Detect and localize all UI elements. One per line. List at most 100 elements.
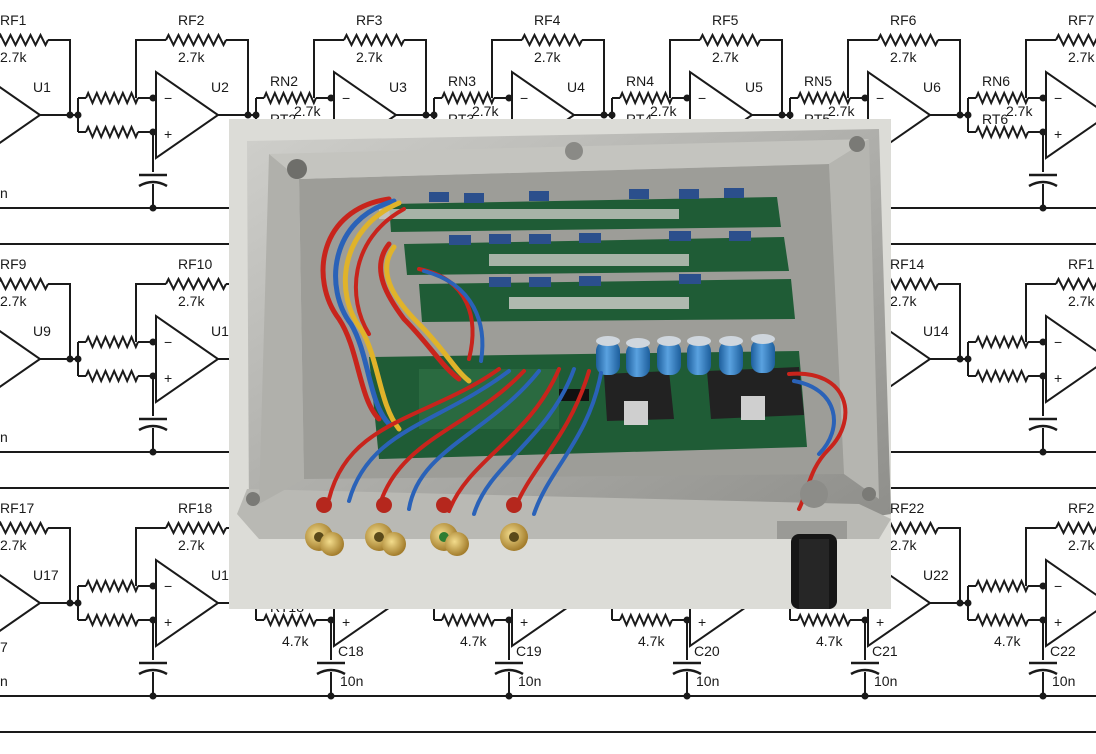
feedback-resistor [699, 32, 761, 48]
feedback-wire [1025, 527, 1056, 586]
junction-dot [600, 111, 608, 119]
rn-value: 2.7k [828, 103, 855, 119]
amp-label: U9 [33, 323, 51, 339]
power-connector [777, 480, 847, 609]
rn-resistor [85, 578, 139, 594]
enclosure-front-flange [237, 489, 891, 539]
feedback-wire [582, 39, 605, 115]
screw-hole [849, 136, 865, 152]
amp-label: U5 [745, 79, 763, 95]
feedback-wire [135, 39, 166, 98]
feedback-resistor [0, 32, 49, 48]
c-value-fragment: n [0, 185, 8, 201]
minus-sign: − [698, 90, 706, 106]
c-value: 10n [1052, 673, 1075, 689]
rf-value: 2.7k [1068, 293, 1095, 309]
feedback-wire [135, 527, 166, 586]
capacitor-plate [1028, 668, 1058, 676]
junction-dot [149, 94, 157, 102]
rf-label: RF18 [178, 500, 212, 516]
rf-value: 2.7k [0, 293, 27, 309]
rn-value: 2.7k [650, 103, 677, 119]
rt-resistor [975, 612, 1029, 628]
junction-dot [1039, 582, 1047, 590]
rf-label: RF2 [1068, 500, 1095, 516]
rt-resistor [975, 368, 1029, 384]
plus-sign: + [164, 370, 172, 386]
feedback-resistor [343, 32, 405, 48]
junction-dot [1039, 94, 1047, 102]
minus-sign: − [1054, 90, 1062, 106]
junction-dot [149, 582, 157, 590]
rn-resistor [263, 90, 317, 106]
op-amp [0, 574, 42, 632]
rn-label: RN2 [270, 73, 298, 89]
rf-label: RF14 [890, 256, 924, 272]
c-value: 10n [874, 673, 897, 689]
feedback-wire [48, 39, 71, 115]
junction-dot [778, 111, 786, 119]
feedback-resistor [1055, 276, 1096, 292]
rn-label: RN5 [804, 73, 832, 89]
minus-sign: − [876, 90, 884, 106]
rf-value: 2.7k [178, 293, 205, 309]
rn-value: 2.7k [294, 103, 321, 119]
rf-value: 2.7k [890, 537, 917, 553]
plus-sign: + [520, 614, 528, 630]
junction-dot [956, 599, 964, 607]
capacitor-plate [672, 668, 702, 676]
rt-resistor [85, 124, 139, 140]
op-amp [155, 558, 220, 648]
feedback-resistor [0, 276, 49, 292]
capacitor-plate [138, 180, 168, 188]
capacitor-plate [1028, 424, 1058, 432]
minus-sign: − [520, 90, 528, 106]
junction-dot [422, 111, 430, 119]
junction-dot [505, 94, 513, 102]
rf-value: 2.7k [534, 49, 561, 65]
op-amp [1045, 314, 1096, 404]
rt-value: 4.7k [638, 633, 665, 649]
feedback-resistor [0, 520, 49, 536]
feedback-wire [847, 39, 878, 98]
capacitor-row [596, 334, 775, 377]
rn-resistor [85, 90, 139, 106]
junction-dot [861, 94, 869, 102]
feedback-resistor [521, 32, 583, 48]
rt-resistor [441, 612, 495, 628]
rf-value: 2.7k [178, 537, 205, 553]
capacitor-plate [138, 424, 168, 432]
rn-resistor [441, 90, 495, 106]
junction-dot [683, 692, 691, 700]
op-amp [155, 314, 220, 404]
junction-dot [66, 111, 74, 119]
feedback-wire [404, 39, 427, 115]
rn-value: 2.7k [1006, 103, 1033, 119]
feedback-resistor [165, 32, 227, 48]
capacitor-plate [1028, 180, 1058, 188]
junction-dot [149, 338, 157, 346]
rn-resistor [797, 90, 851, 106]
rf-value: 2.7k [178, 49, 205, 65]
rf-label: RF3 [356, 12, 383, 28]
plus-sign: + [342, 614, 350, 630]
rt-resistor [619, 612, 673, 628]
c-label-fragment: 7 [0, 639, 8, 655]
c-value-fragment: n [0, 429, 8, 445]
feedback-wire [135, 283, 166, 342]
junction-dot [327, 692, 335, 700]
feedback-wire [313, 39, 344, 98]
feedback-resistor [1055, 520, 1096, 536]
wire-harness [320, 196, 848, 516]
op-amp [0, 86, 42, 144]
feedback-wire [48, 527, 71, 603]
amp-label: U3 [389, 79, 407, 95]
rt-value: 4.7k [816, 633, 843, 649]
screw-hole [287, 159, 307, 179]
feedback-resistor [165, 520, 227, 536]
rca-connectors [305, 497, 528, 556]
amp-label: U1 [33, 79, 51, 95]
minus-sign: − [1054, 578, 1062, 594]
heatsink-left [604, 371, 674, 425]
feedback-resistor [1055, 32, 1096, 48]
